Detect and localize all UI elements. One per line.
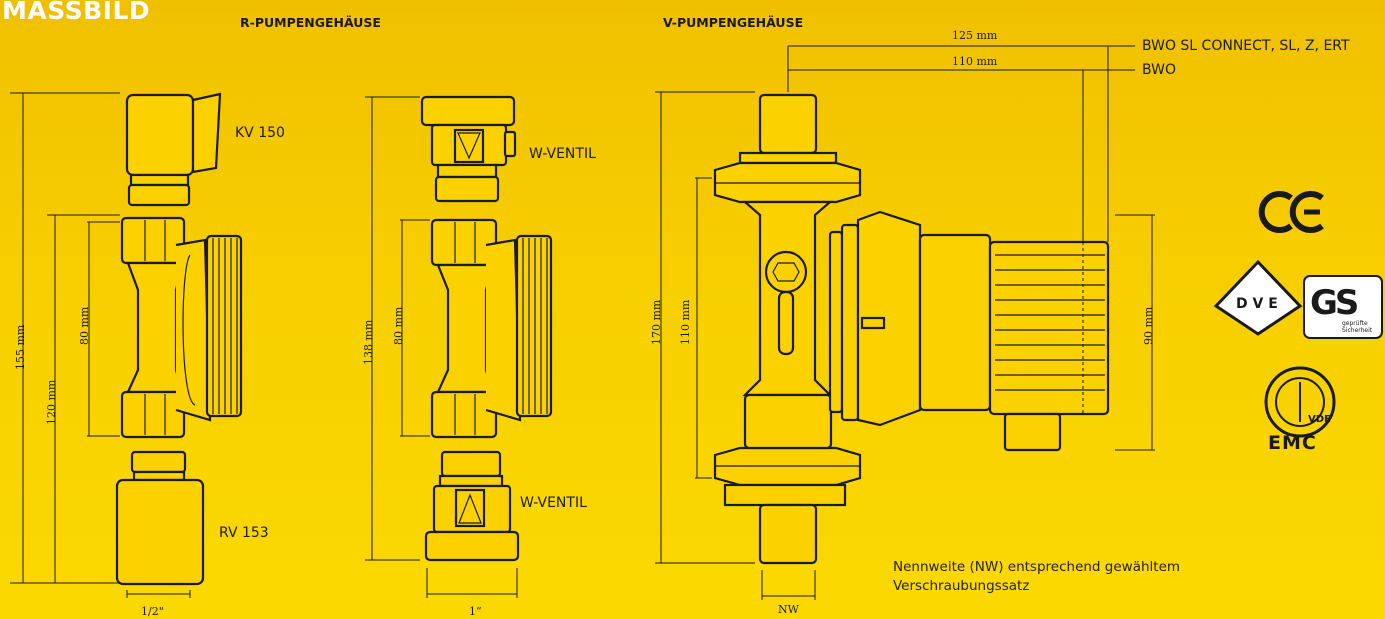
v-dim-body: 110 mm [679, 299, 692, 345]
v-housing-title: V-PUMPENGEHÄUSE [663, 15, 804, 30]
kv150-ring [129, 173, 190, 187]
dimension-lines [10, 45, 1155, 600]
variant-long-label: BWO SL CONNECT, SL, Z, ERT [1142, 38, 1350, 54]
vde-triangle-mark [1213, 259, 1303, 336]
vde-mark-text: D V E [1236, 296, 1278, 312]
w-bottom-valve-label: W-VENTIL [520, 495, 587, 511]
w-dim-thread: 1“ [469, 605, 482, 618]
kv150-cap [191, 92, 222, 174]
emc-text: EMC [1268, 432, 1317, 454]
emc-mark [1264, 366, 1336, 438]
v-dim-total: 170 mm [650, 299, 663, 345]
ce-mark [1258, 191, 1324, 233]
r-housing-title: R-PUMPENGEHÄUSE [240, 15, 381, 30]
r-dim-inner: 80 mm [78, 306, 91, 345]
rv153-label: RV 153 [219, 525, 269, 541]
rv153-body [115, 478, 205, 586]
kv150-nut [127, 183, 191, 207]
r-thread [205, 234, 243, 418]
gs-mark-subtext: geprüfte Sicherheit [1342, 320, 1373, 334]
v-dim-motor: 90 mm [1142, 306, 1155, 345]
kv150-body [125, 93, 195, 177]
page-title: MASSBILD [2, 0, 151, 25]
nw-note: Nennweite (NW) entsprechend gewähltem Ve… [893, 559, 1181, 594]
v-dim-110-top: 110 mm [952, 55, 998, 68]
gs-mark [1303, 275, 1383, 339]
r-flange [175, 238, 212, 422]
variant-short-label: BWO [1142, 62, 1176, 78]
v-pump-drawing [713, 93, 1110, 565]
w-pump-drawing [420, 95, 553, 562]
r-dim-total: 155 mm [14, 324, 27, 370]
kv150-label: KV 150 [235, 125, 285, 141]
r-upper-nut [120, 216, 186, 265]
v-dim-125: 125 mm [952, 29, 998, 42]
v-dim-nw: NW [778, 603, 799, 616]
vde-small-text: VDE [1308, 414, 1331, 425]
gs-mark-text: GS [1310, 283, 1359, 323]
w-top-cap [420, 95, 516, 127]
r-pump-drawing [115, 92, 243, 586]
rv153-nut [130, 450, 187, 474]
r-body [126, 261, 184, 394]
r-dim-thread: 1/2" [141, 605, 164, 618]
w-dim-inner: 80 mm [392, 306, 405, 345]
r-dim-body: 120 mm [45, 379, 58, 425]
r-lower-nut [120, 390, 186, 439]
w-top-valve-label: W-VENTIL [529, 146, 596, 162]
w-dim-total: 138 mm [362, 319, 375, 365]
